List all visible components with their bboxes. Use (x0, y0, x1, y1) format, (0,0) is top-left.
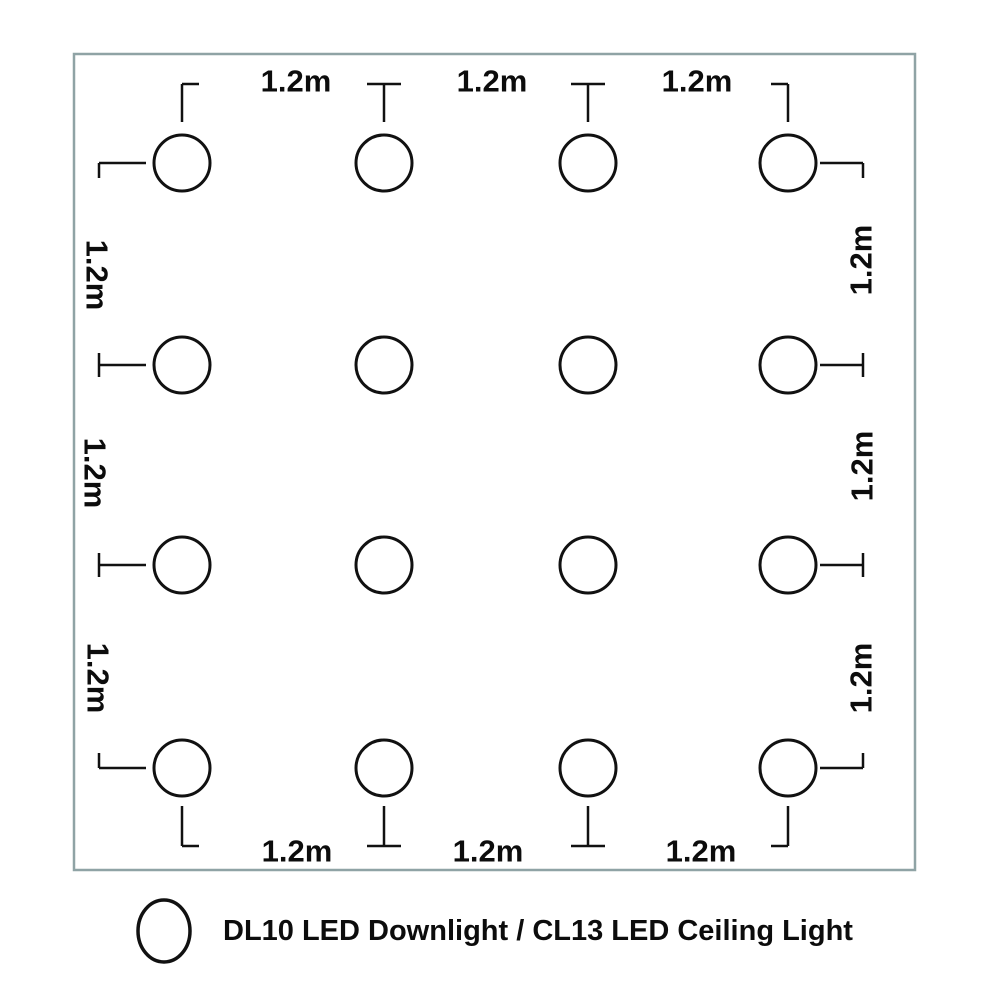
dimension-label: 1.2m (453, 834, 524, 869)
fixture-circle (152, 738, 212, 798)
legend-fixture-symbol (136, 898, 192, 964)
fixture-circle (758, 535, 818, 595)
legend-label: DL10 LED Downlight / CL13 LED Ceiling Li… (223, 915, 853, 947)
dimension-label: 1.2m (261, 64, 332, 99)
dimension-label: 1.2m (844, 643, 879, 714)
fixture-circle (152, 335, 212, 395)
fixture-circle (354, 335, 414, 395)
plan-layer: 1.2m 1.2m 1.2m 1.2m 1.2m 1.2m 1.2m 1.2m 1.2m 1.2m… (78, 64, 880, 869)
dimension-label: 1.2m (845, 431, 880, 502)
dimension-label: 1.2m (844, 225, 879, 296)
dimension-label: 1.2m (662, 64, 733, 99)
dimension-label: 1.2m (666, 834, 737, 869)
fixture-circle (354, 738, 414, 798)
fixture-circle (354, 133, 414, 193)
fixture-circle (758, 133, 818, 193)
dimension-label: 1.2m (80, 240, 115, 311)
fixture-circle (558, 335, 618, 395)
dimension-label: 1.2m (262, 834, 333, 869)
fixture-circle (152, 133, 212, 193)
fixture-circle (152, 535, 212, 595)
legend: DL10 LED Downlight / CL13 LED Ceiling Li… (136, 898, 853, 964)
fixture-circle (354, 535, 414, 595)
fixture-circle (758, 738, 818, 798)
dimension-label: 1.2m (457, 64, 528, 99)
dimension-label: 1.2m (81, 643, 116, 714)
fixture-circle (558, 738, 618, 798)
fixture-circle (758, 335, 818, 395)
dimension-label: 1.2m (78, 438, 113, 509)
fixture-circle (558, 535, 618, 595)
fixture-circle (558, 133, 618, 193)
room-outline (72, 52, 917, 872)
